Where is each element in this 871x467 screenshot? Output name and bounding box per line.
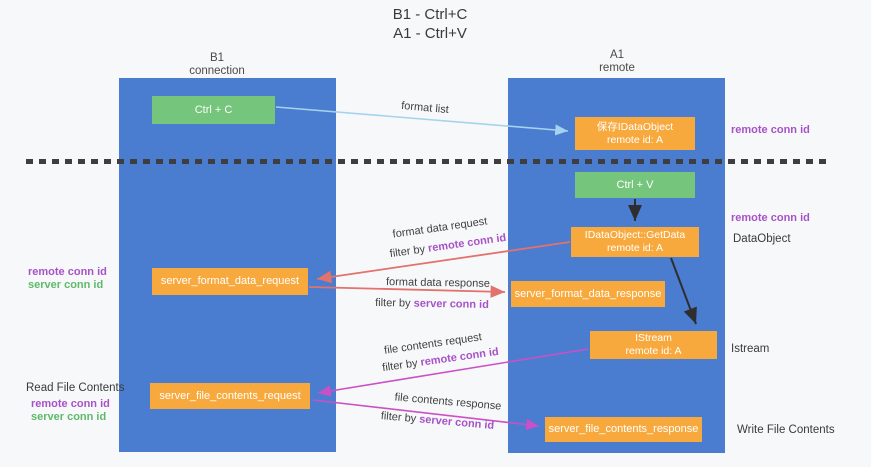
file-contents-response-label: file contents response: [394, 391, 502, 413]
server-format-data-response-box: server_format_data_response: [511, 281, 665, 307]
column-header-b1: B1 connection: [157, 52, 277, 77]
filter-by-server-conn-id-label-2: filter by server conn id: [375, 410, 501, 433]
ctrl-v-box: Ctrl + V: [575, 172, 695, 198]
filter-by-text: filter by: [380, 410, 417, 426]
idataobject-getdata-box: IDataObject::GetData remote id: A: [571, 227, 699, 257]
right-istream-label: Istream: [731, 343, 770, 355]
server-format-data-response-label: server_format_data_response: [514, 287, 662, 300]
istream-box: IStream remote id: A: [590, 331, 717, 359]
filter-by-text: filter by: [389, 243, 426, 261]
right-remote-conn-id-label-2: remote conn id: [731, 212, 810, 224]
istream-line2: remote id: A: [625, 345, 682, 357]
right-dataobject-label: DataObject: [733, 233, 791, 245]
format-data-response-label: format data response: [385, 276, 491, 290]
server-format-data-request-label: server_format_data_request: [160, 275, 300, 287]
column-a1-role: remote: [599, 61, 635, 74]
filter-by-text: filter by: [375, 297, 411, 310]
istream-line1: IStream: [635, 332, 672, 344]
column-a1-name: A1: [609, 49, 625, 61]
server-file-contents-response-label: server_file_contents_response: [548, 423, 699, 435]
format-list-label: format list: [400, 99, 450, 117]
left-read-file-contents-label: Read File Contents: [26, 382, 125, 394]
remote-conn-id-text: remote conn id: [427, 231, 507, 255]
right-write-file-contents-label: Write File Contents: [737, 424, 835, 436]
filter-by-text: filter by: [381, 357, 419, 375]
left-remote-conn-id-label-1: remote conn id: [28, 266, 107, 278]
left-server-conn-id-label-1: server conn id: [28, 279, 104, 291]
save-idataobject-box: 保存IDataObject remote id: A: [575, 117, 695, 150]
left-remote-conn-id-label-2: remote conn id: [31, 398, 110, 410]
getdata-line1: IDataObject::GetData: [584, 229, 686, 241]
save-idataobject-line2: remote id: A: [606, 133, 664, 146]
ctrl-c-box: Ctrl + C: [152, 96, 275, 124]
getdata-line2: remote id: A: [606, 242, 664, 254]
server-file-contents-request-label: server_file_contents_request: [159, 389, 301, 402]
server-conn-id-text: server conn id: [418, 413, 495, 432]
save-idataobject-line1: 保存IDataObject: [596, 120, 674, 133]
server-conn-id-text: server conn id: [413, 297, 489, 311]
ctrl-c-label: Ctrl + C: [194, 103, 233, 116]
diagram-title-line1: B1 - Ctrl+C: [392, 6, 468, 23]
ctrl-v-label: Ctrl + V: [616, 178, 654, 191]
left-server-conn-id-label-2: server conn id: [31, 411, 107, 423]
column-header-a1: A1 remote: [557, 49, 677, 74]
filter-by-server-conn-id-label-1: filter by server conn id: [372, 297, 492, 311]
diagram-title-line2: A1 - Ctrl+V: [393, 25, 467, 42]
server-format-data-request-box: server_format_data_request: [152, 268, 308, 295]
server-file-contents-request-box: server_file_contents_request: [150, 383, 310, 409]
right-remote-conn-id-label-1: remote conn id: [731, 124, 810, 136]
phase-separator-dashed-line: [26, 159, 832, 164]
column-b1-role: connection: [189, 64, 245, 77]
column-b1-name: B1: [209, 52, 225, 64]
server-file-contents-response-box: server_file_contents_response: [545, 417, 702, 442]
